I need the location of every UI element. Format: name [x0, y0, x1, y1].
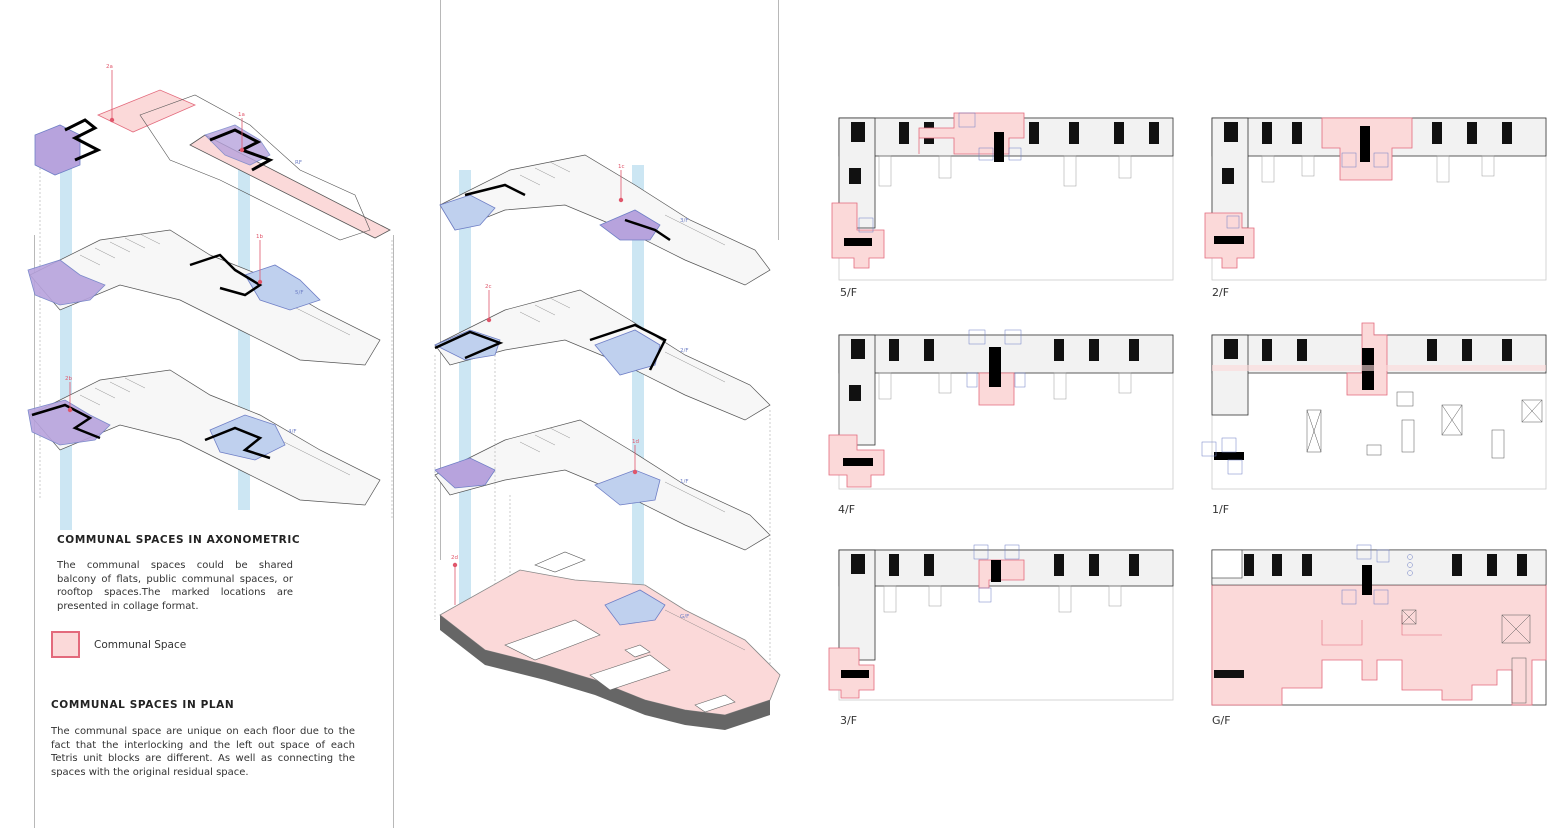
floor-tag-1f: 1/F	[680, 479, 689, 485]
axonometric-description: The communal spaces could be shared balc…	[57, 560, 293, 612]
legend-label: Communal Space	[94, 639, 187, 651]
divider-line-3	[440, 0, 441, 560]
floor-tag-gf: G/F	[680, 614, 689, 620]
floor-tag-2f: 2/F	[680, 348, 689, 354]
floor-tag-4f: 4/F	[288, 429, 297, 435]
axonometric-left-panel: 2a 1a 1b 2b RF 5/F 4/F	[20, 60, 400, 530]
marker-tag-1a: 1a	[238, 112, 245, 118]
floor-plan-3f	[828, 540, 1175, 710]
floor-tag-5f: 5/F	[295, 290, 304, 296]
floor-plan-4f	[828, 325, 1175, 495]
level-rf	[34, 89, 391, 241]
core-column-left	[459, 170, 471, 620]
level-gf	[439, 551, 781, 730]
axonometric-left-drawing: 2a 1a 1b 2b RF 5/F 4/F	[27, 64, 393, 530]
axonometric-right-drawing: 1c 2c 1d 2d 3/F 2/F 1/F G/F	[434, 154, 781, 730]
floor-tag-rf: RF	[295, 160, 302, 166]
floor-plan-1f	[1201, 320, 1548, 495]
marker-tag-2c: 2c	[485, 284, 492, 290]
axonometric-heading: COMMUNAL SPACES IN AXONOMETRIC	[57, 534, 301, 546]
plan-heading: COMMUNAL SPACES IN PLAN	[51, 699, 235, 711]
level-3f	[439, 154, 771, 286]
marker-tag-2b: 2b	[65, 376, 72, 382]
plan-label-4f: 4/F	[838, 503, 856, 516]
level-4f	[27, 369, 381, 506]
marker-tag-2d: 2d	[451, 555, 458, 561]
plan-label-1f: 1/F	[1212, 503, 1230, 516]
core-column-right	[632, 165, 644, 635]
marker-pins-right	[452, 170, 638, 605]
divider-line-2	[393, 235, 394, 828]
level-5f	[27, 229, 381, 366]
marker-tag-1c: 1c	[618, 164, 625, 170]
floor-plan-5f	[829, 108, 1175, 281]
floor-tag-3f: 3/F	[680, 218, 689, 224]
marker-tag-1b: 1b	[256, 234, 263, 240]
floor-plan-gf	[1202, 540, 1548, 710]
plan-label-gf: G/F	[1212, 714, 1231, 727]
axonometric-right-panel: 1c 2c 1d 2d 3/F 2/F 1/F G/F	[425, 140, 785, 760]
level-2f	[434, 289, 771, 421]
divider-line-4	[778, 0, 779, 240]
plan-label-3f: 3/F	[840, 714, 858, 727]
plan-description: The communal space are unique on each fl…	[51, 726, 355, 778]
divider-line-1	[34, 235, 35, 828]
legend-swatch	[51, 631, 80, 658]
plan-label-2f: 2/F	[1212, 286, 1230, 299]
marker-tag-2a: 2a	[106, 64, 113, 70]
marker-tag-1d: 1d	[632, 439, 639, 445]
plan-label-5f: 5/F	[840, 286, 858, 299]
floor-plan-2f	[1202, 108, 1548, 281]
core-column-left	[60, 140, 72, 530]
level-1f	[434, 419, 771, 551]
marker-pins-left	[67, 70, 263, 413]
